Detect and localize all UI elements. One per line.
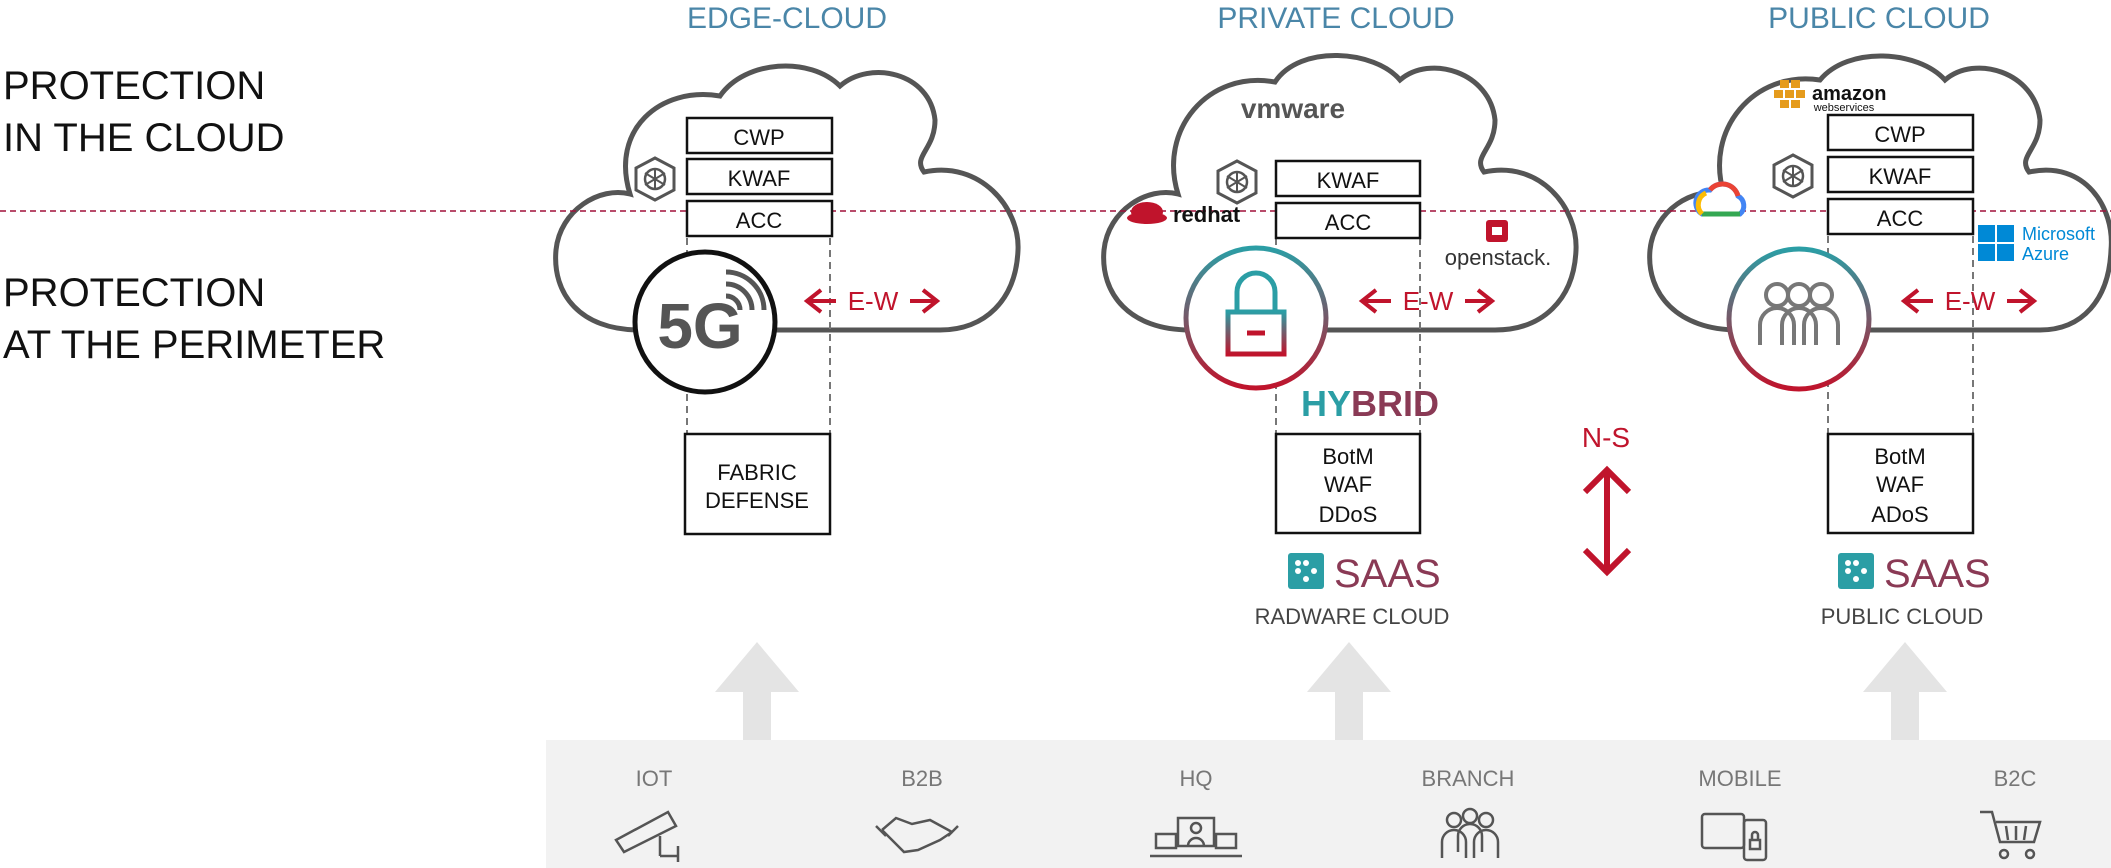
saas-logo-public: SAAS xyxy=(1838,552,1991,596)
users-badge xyxy=(1726,246,1872,392)
bottom-label-mobile: MOBILE xyxy=(1698,766,1781,791)
box-kwaf-public: KWAF xyxy=(1826,155,1975,194)
svg-text:KWAF: KWAF xyxy=(728,166,791,191)
svg-text:E-W: E-W xyxy=(1945,286,1996,316)
svg-text:E-W: E-W xyxy=(1403,286,1454,316)
svg-text:WAF: WAF xyxy=(1324,472,1372,497)
heading-private-cloud: PRIVATE CLOUD xyxy=(1217,2,1454,35)
svg-text:SAAS: SAAS xyxy=(1334,552,1441,596)
bottom-label-b2c: B2C xyxy=(1994,766,2037,791)
box-kwaf-edge: KWAF xyxy=(685,157,834,196)
ew-indicator-private: E-W xyxy=(1358,286,1496,316)
redhat-logo: redhat xyxy=(1127,202,1241,227)
gray-up-arrow xyxy=(1863,642,1947,740)
label-protection-cloud-2: IN THE CLOUD xyxy=(3,116,285,160)
saas-logo-private: SAAS xyxy=(1288,552,1441,596)
cloud-shape-edge xyxy=(553,63,1021,333)
svg-text:FABRIC: FABRIC xyxy=(717,460,797,485)
ew-indicator-public: E-W xyxy=(1900,286,2038,316)
bottom-label-hq: HQ xyxy=(1180,766,1213,791)
security-camera-icon xyxy=(614,810,680,862)
branch-people-icon xyxy=(1440,807,1500,858)
svg-text:5G: 5G xyxy=(657,290,742,362)
label-protection-perimeter-2: AT THE PERIMETER xyxy=(3,323,385,367)
kubernetes-icon xyxy=(634,156,676,202)
box-acc-edge: ACC xyxy=(685,199,834,238)
svg-text:amazon: amazon xyxy=(1812,83,1886,105)
hybrid-label: HYBRID xyxy=(1301,383,1439,424)
kubernetes-icon xyxy=(1772,153,1814,199)
svg-text:Azure: Azure xyxy=(2022,244,2069,264)
box-fabric-defense: FABRIC DEFENSE xyxy=(683,432,832,536)
svg-text:KWAF: KWAF xyxy=(1869,164,1932,189)
ns-arrow xyxy=(1582,465,1632,577)
aws-logo: amazon webservices xyxy=(1774,80,1886,114)
ew-indicator-edge: E-W xyxy=(803,286,941,316)
svg-text:BotM: BotM xyxy=(1874,444,1925,469)
svg-text:ACC: ACC xyxy=(736,208,783,233)
bottom-label-branch: BRANCH xyxy=(1422,766,1515,791)
label-protection-perimeter-1: PROTECTION xyxy=(3,271,265,315)
caption-radware-cloud: RADWARE CLOUD xyxy=(1255,604,1450,629)
openstack-logo: openstack. xyxy=(1445,220,1551,270)
box-services-private: BotM WAF DDoS xyxy=(1274,432,1422,535)
lock-badge xyxy=(1183,245,1329,391)
caption-public-cloud: PUBLIC CLOUD xyxy=(1821,604,1984,629)
gray-up-arrow xyxy=(715,642,799,740)
svg-text:WAF: WAF xyxy=(1876,472,1924,497)
box-cwp-public: CWP xyxy=(1826,113,1975,152)
svg-text:HYBRID: HYBRID xyxy=(1301,383,1439,424)
azure-logo: Microsoft Azure xyxy=(1978,224,2095,264)
box-cwp-edge: CWP xyxy=(685,116,834,155)
kubernetes-icon xyxy=(1216,159,1258,205)
shopping-cart-icon xyxy=(1980,810,2042,860)
bottom-label-iot: IOT xyxy=(636,766,673,791)
box-acc-private: ACC xyxy=(1274,201,1422,240)
gray-up-arrow xyxy=(1307,642,1391,740)
mobile-devices-icon xyxy=(1700,812,1768,862)
google-cloud-icon xyxy=(1693,181,1747,217)
box-services-public: BotM WAF ADoS xyxy=(1826,432,1975,535)
bottom-bar xyxy=(546,740,2111,868)
label-protection-cloud-1: PROTECTION xyxy=(3,64,265,108)
svg-text:CWP: CWP xyxy=(1874,122,1925,147)
office-hq-icon xyxy=(1150,816,1242,858)
svg-text:BotM: BotM xyxy=(1322,444,1373,469)
box-acc-public: ACC xyxy=(1826,197,1975,236)
svg-text:DEFENSE: DEFENSE xyxy=(705,488,809,513)
handshake-icon xyxy=(875,816,959,854)
svg-text:E-W: E-W xyxy=(848,286,899,316)
heading-public-cloud: PUBLIC CLOUD xyxy=(1768,2,1990,35)
svg-text:DDoS: DDoS xyxy=(1319,502,1378,527)
svg-text:CWP: CWP xyxy=(733,125,784,150)
bottom-label-b2b: B2B xyxy=(901,766,943,791)
box-kwaf-private: KWAF xyxy=(1274,159,1422,198)
svg-text:KWAF: KWAF xyxy=(1317,168,1380,193)
svg-text:ACC: ACC xyxy=(1325,210,1372,235)
svg-text:redhat: redhat xyxy=(1173,202,1241,227)
svg-text:Microsoft: Microsoft xyxy=(2022,224,2095,244)
svg-text:SAAS: SAAS xyxy=(1884,552,1991,596)
heading-edge-cloud: EDGE-CLOUD xyxy=(687,2,887,35)
svg-text:openstack.: openstack. xyxy=(1445,245,1551,270)
svg-text:webservices: webservices xyxy=(1813,102,1875,114)
svg-text:ACC: ACC xyxy=(1877,206,1924,231)
vmware-logo: vmware xyxy=(1241,93,1345,124)
svg-text:ADoS: ADoS xyxy=(1871,502,1928,527)
5g-badge: 5G xyxy=(632,249,778,395)
ns-label: N-S xyxy=(1582,422,1630,453)
